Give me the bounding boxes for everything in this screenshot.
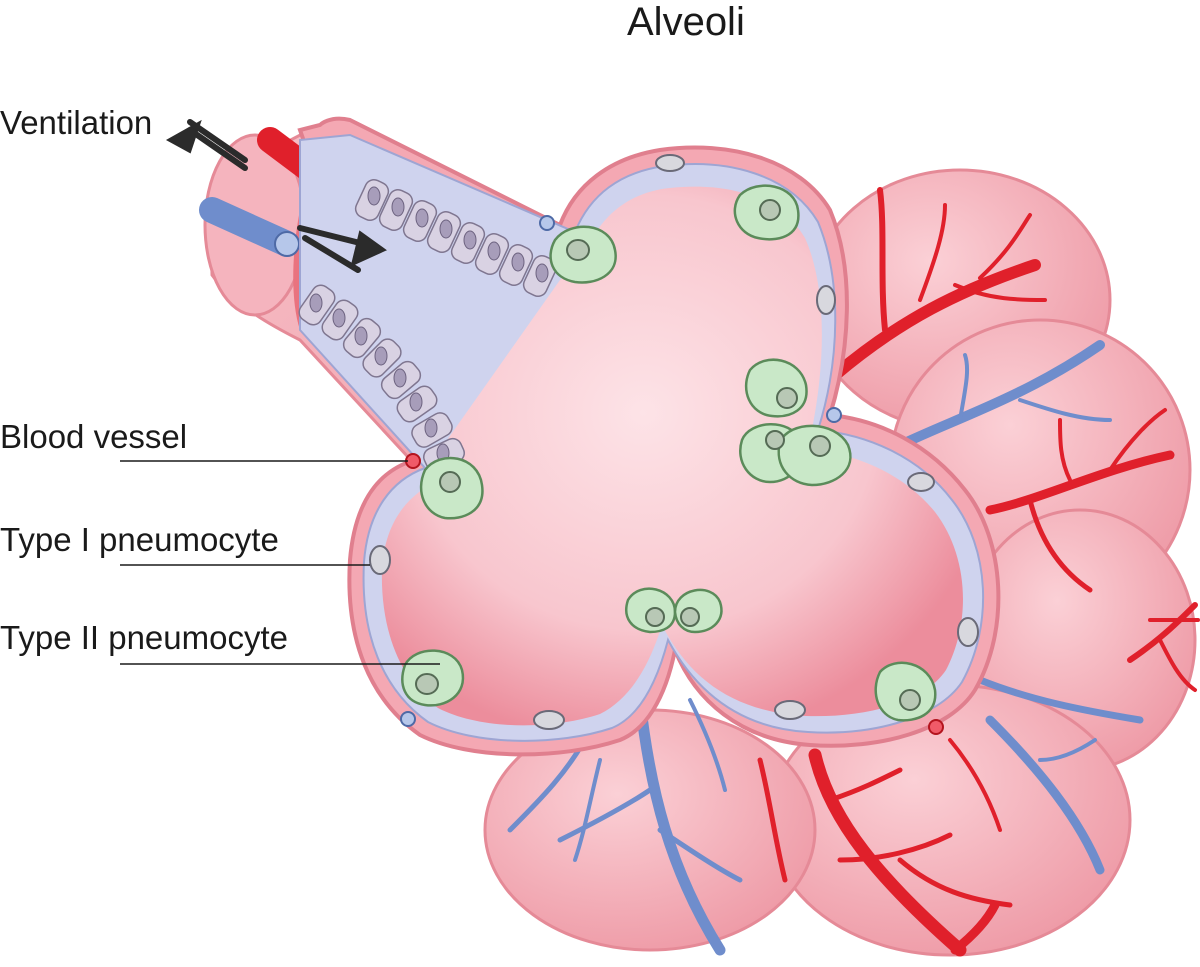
vein-cross-section	[274, 231, 300, 257]
label-type-i-pneumocyte: Type I pneumocyte	[0, 521, 279, 558]
type-ii-cell	[673, 588, 723, 634]
type-i-cell	[369, 545, 391, 575]
type-i-cell	[774, 700, 806, 720]
type-i-pneumocytes	[369, 154, 979, 730]
bronchiole-vein	[199, 197, 298, 256]
arrow-in-head	[350, 230, 387, 267]
arrow-out-head	[165, 119, 202, 154]
bronchiole-epithelium	[298, 179, 558, 473]
type-i-cell	[655, 154, 685, 172]
epithelium-upper-row	[354, 179, 558, 297]
label-blood-vessel: Blood vessel	[0, 418, 188, 455]
label-leader-lines	[120, 460, 440, 665]
type-i-cell	[957, 617, 979, 647]
capillary-red-left	[405, 453, 421, 469]
capillary-blue-right	[826, 407, 842, 423]
capillary-network	[507, 187, 1200, 957]
type-i-cell	[907, 472, 935, 492]
ventilation-arrows	[165, 119, 387, 273]
capillary-blue-top	[539, 215, 555, 231]
alveolar-air-space	[381, 186, 963, 726]
arrow-out-line-lower	[302, 235, 361, 273]
type-ii-nuclei	[415, 199, 921, 711]
type-i-cell	[533, 710, 565, 730]
type-ii-cell	[744, 358, 808, 418]
arrow-out-line	[187, 127, 248, 171]
arrow-in-line	[187, 119, 248, 163]
diagram-title: Alveoli	[627, 0, 745, 44]
capillary-blue-left	[400, 711, 416, 727]
label-ventilation: Ventilation	[0, 104, 153, 141]
capillary-red-right	[928, 719, 944, 735]
epithelium-nuclei	[309, 186, 549, 463]
type-i-cell	[816, 285, 836, 315]
label-type-ii-pneumocyte: Type II pneumocyte	[0, 619, 288, 656]
